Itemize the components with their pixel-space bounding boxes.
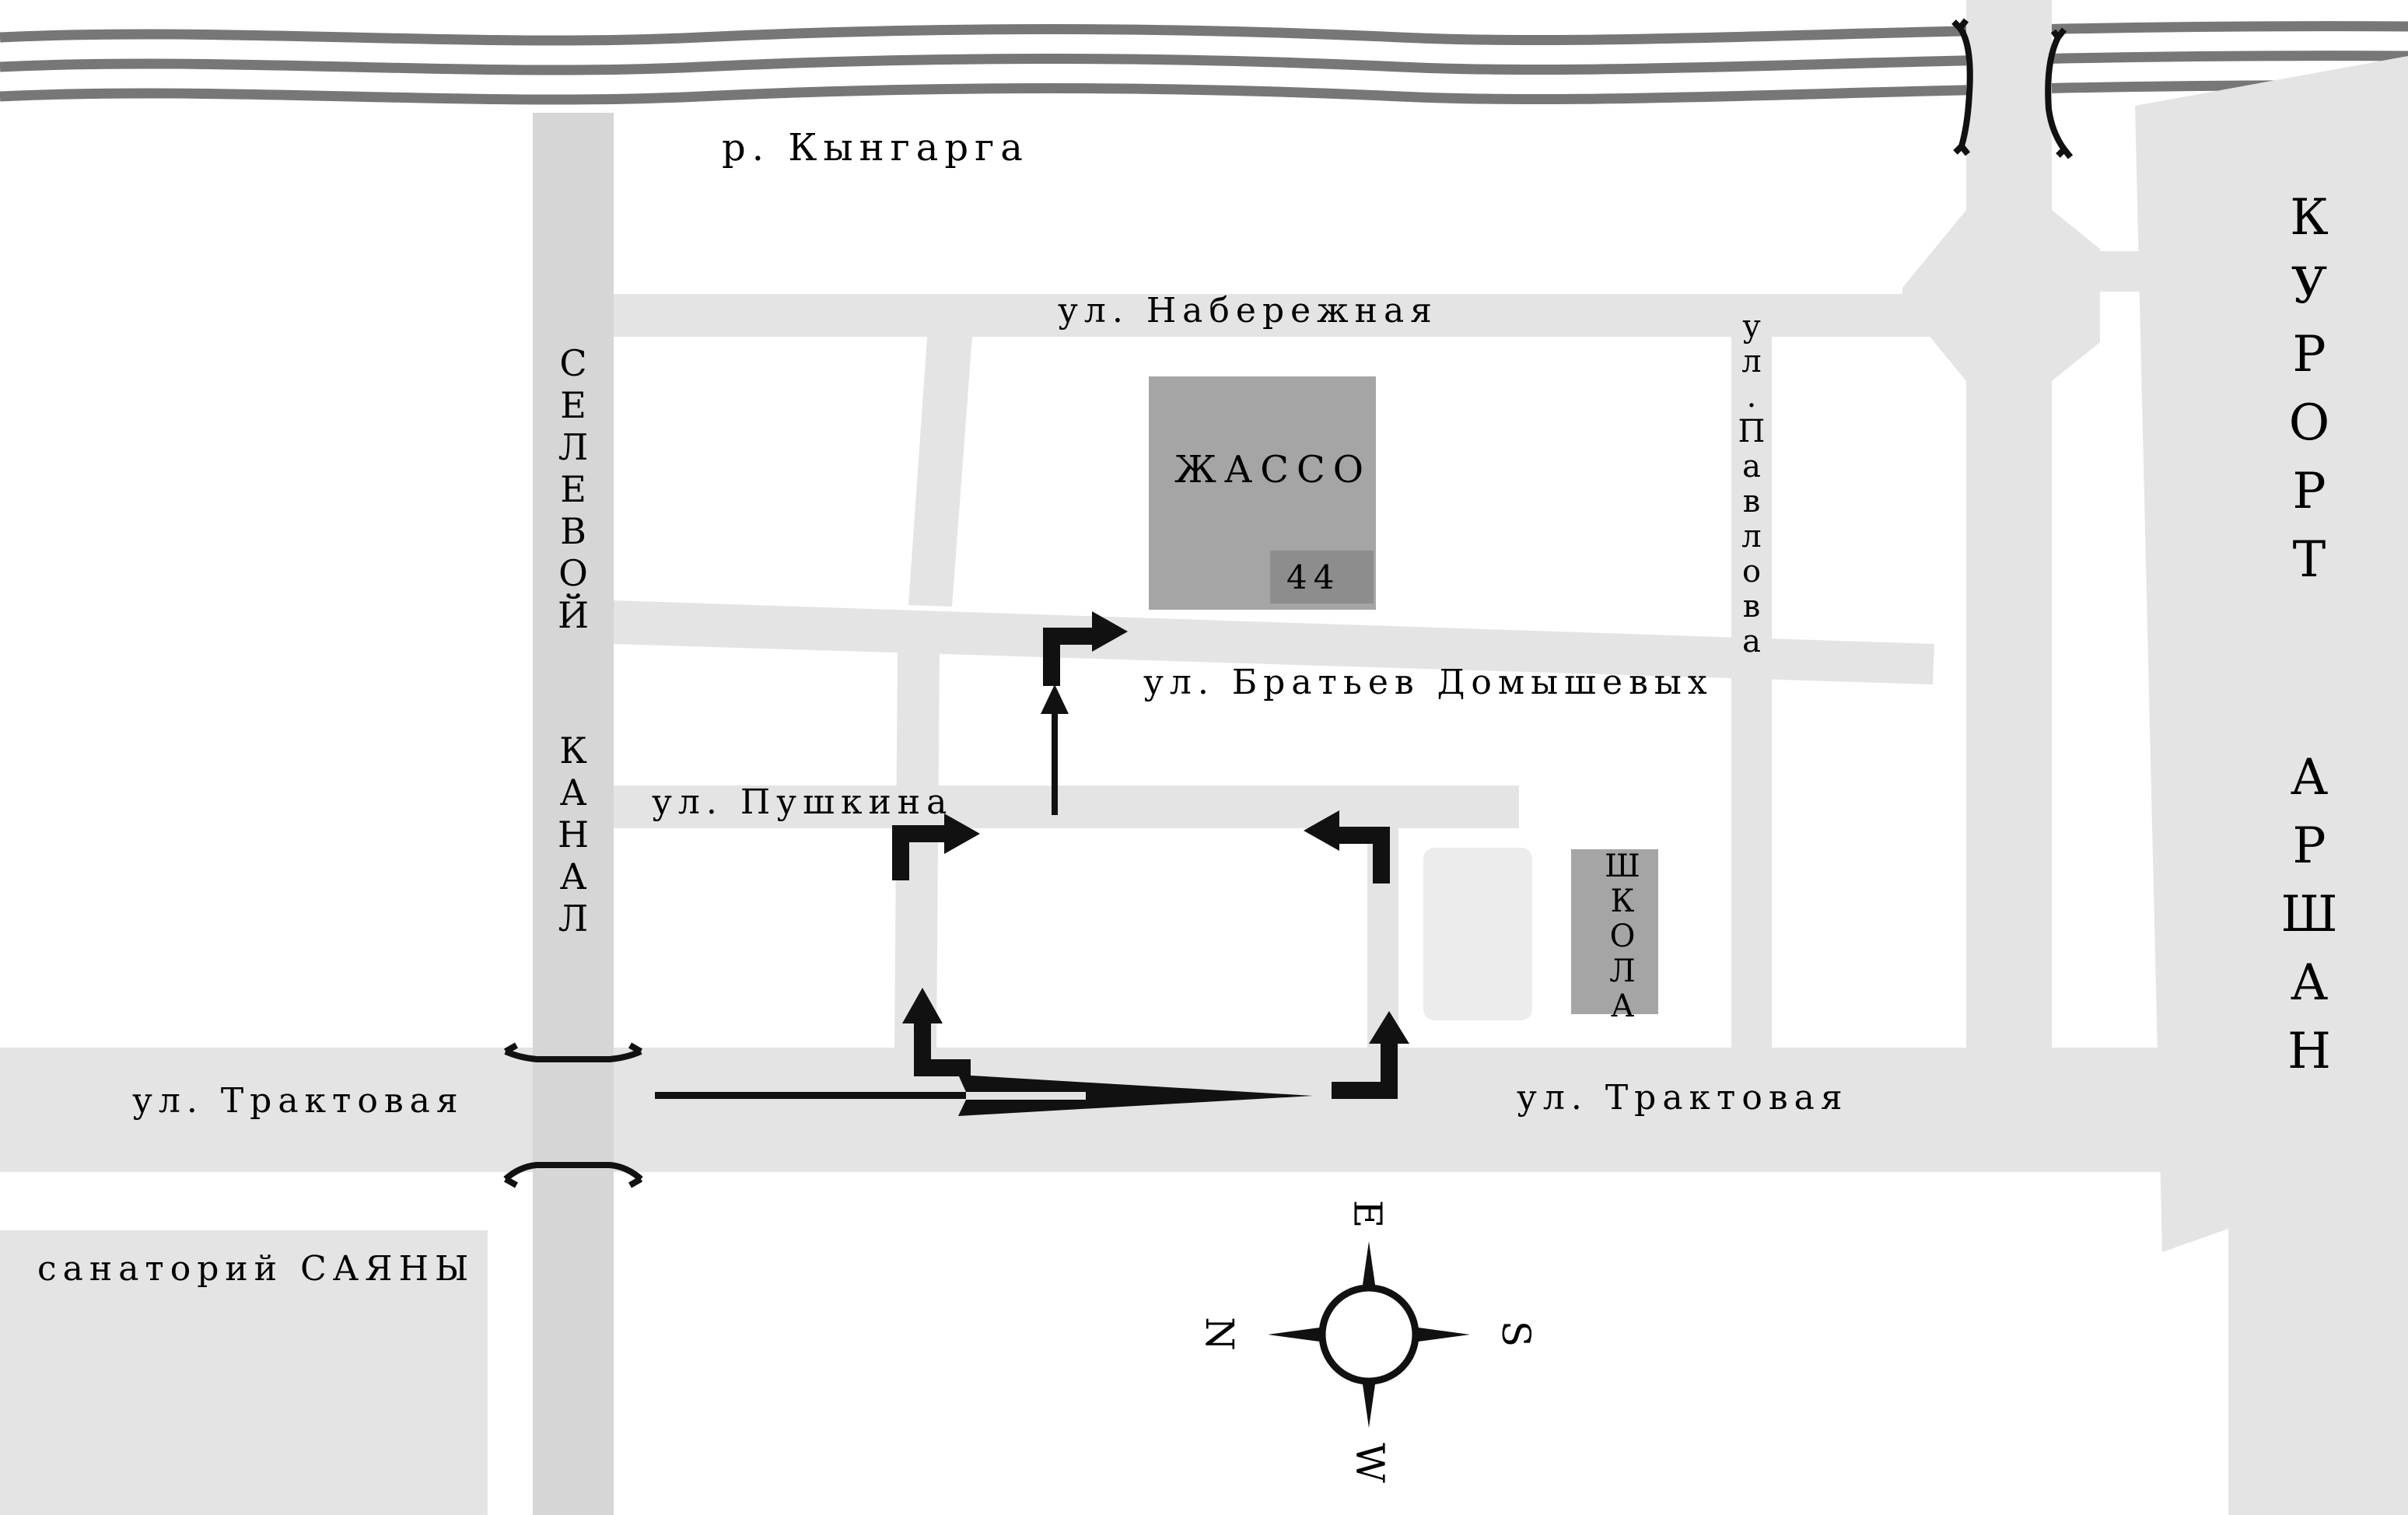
canal-letter: А [559,855,587,897]
route-arrows [655,611,1409,1116]
pavlova-road [1731,337,1772,1048]
pavlova-letter: в [1742,484,1761,520]
canal-letter: Л [558,897,589,939]
canal-bridge-top [504,1042,642,1062]
compass-point-west [1361,1373,1377,1428]
jasso-number: 44 [1286,558,1341,597]
street-label-pavlova: у л . П а в л о в а [1731,310,1772,660]
route-line-traktovaya [655,1092,966,1099]
pavlova-letter: а [1742,624,1761,660]
route-line-north [1052,708,1058,815]
canal-letter: Й [557,594,590,636]
compass-ring [1318,1284,1419,1385]
compass-label-east: E [1345,1199,1391,1229]
compass-point-north [1268,1327,1325,1342]
street-label-traktovaya-left: ул. Трактовая [132,1081,464,1121]
roundabout [1902,210,2100,381]
compass-point-east [1361,1241,1377,1296]
pavlova-letter: л [1741,519,1762,555]
route-turn-left-pushkina [1339,827,1390,883]
route-arrowhead-right-2 [1092,611,1128,652]
resort-letter: А [2290,954,2329,1012]
resort-letter: Р [2292,326,2326,383]
connector-road-lower [894,648,940,1048]
resort-letter: Ш [2280,886,2338,943]
canal [533,113,614,1515]
canal-letter: Н [557,813,590,855]
bratiev-domyshevykh-road [613,600,1934,684]
resort-letter: К [2290,189,2329,247]
resort-letter: Р [2292,463,2326,520]
street-label-bratiev-domyshevykh: ул. Братьев Домышевых [1143,663,1713,702]
river-label: р. Кынгарга [722,126,1029,170]
resort-letter: О [2288,394,2330,452]
canal-letter: К [559,730,587,771]
resort-area [2135,56,2408,1515]
school-building [1571,849,1658,1014]
jasso-number-box [1270,551,1374,604]
jasso-label: ЖАССО [1174,448,1372,492]
pavlova-letter: у [1742,309,1761,345]
canal-letter: О [558,552,588,594]
route-turn-right-bratiev [1043,628,1092,686]
resort-letter: Р [2292,817,2326,875]
compass-label-west: W [1347,1443,1393,1483]
route-arrowhead-north [1041,684,1069,714]
traktovaya-road [0,1048,2224,1172]
river [0,21,2408,105]
canal-label-top: С Е Л Е В О Й [548,342,598,636]
connector-road-upper [908,337,972,607]
route-up-right-loop [1332,1044,1398,1099]
route-arrowhead-left [1304,810,1339,851]
street-label-traktovaya-right: ул. Трактовая [1517,1078,1849,1118]
compass-label-north: N [1196,1317,1242,1351]
pavlova-letter: о [1741,554,1762,590]
route-up-left-loop [914,1023,971,1076]
pavlova-letter: а [1742,449,1761,485]
east-road [1966,0,2052,1048]
resort-letter: Н [2287,1023,2331,1080]
naberezhnaya-road [613,294,1944,337]
resort-letter: У [2291,257,2328,315]
pavlova-letter: в [1742,589,1761,625]
route-arrowhead-up [902,988,943,1023]
street-label-naberezhnaya: ул. Набережная [1058,291,1438,331]
canal-letter: А [559,771,587,813]
canal-bridge-bottom [503,1162,643,1188]
compass-rose [1268,1241,1470,1428]
pavlova-letter: . [1746,379,1757,415]
resort-label-bottom: А Р Ш А Н [2274,744,2344,1086]
pavlova-letter: л [1741,344,1762,380]
canal-label-bottom: К А Н А Л [548,730,598,939]
canal-letter: С [559,342,587,384]
route-arrowhead-up-2 [1369,1011,1409,1044]
school-letter: Л [1609,953,1636,989]
canal-letter: Е [560,468,586,510]
sanatorium-label: санаторий САЯНЫ [37,1249,475,1289]
route-turn-right-pushkina [892,825,944,880]
street-label-pushkina: ул. Пушкина [652,782,954,822]
river-bridge [1951,18,2074,159]
canal-letter: В [560,510,586,552]
school-letter: А [1610,988,1635,1024]
roundabout-spur [2052,251,2145,292]
compass-label-south: S [1493,1320,1539,1348]
canal-letter: Е [560,384,586,426]
school-lot [1423,848,1532,1020]
resort-letter: А [2290,749,2329,806]
school-label: Ш К О Л А [1602,849,1643,1024]
sanatorium-area [0,1230,488,1515]
compass-point-south [1412,1327,1470,1342]
school-letter: Ш [1605,848,1640,884]
school-letter: К [1610,883,1635,919]
school-letter: О [1609,918,1636,954]
route-arrow-east [958,1075,1313,1116]
canal-letter: Л [558,426,589,468]
pavlova-letter: П [1738,414,1766,450]
resort-letter: Т [2292,531,2326,589]
route-arrowhead-right-1 [944,813,980,854]
resort-label-top: К У Р О Р Т [2274,184,2344,594]
pushkina-road [613,785,1519,828]
